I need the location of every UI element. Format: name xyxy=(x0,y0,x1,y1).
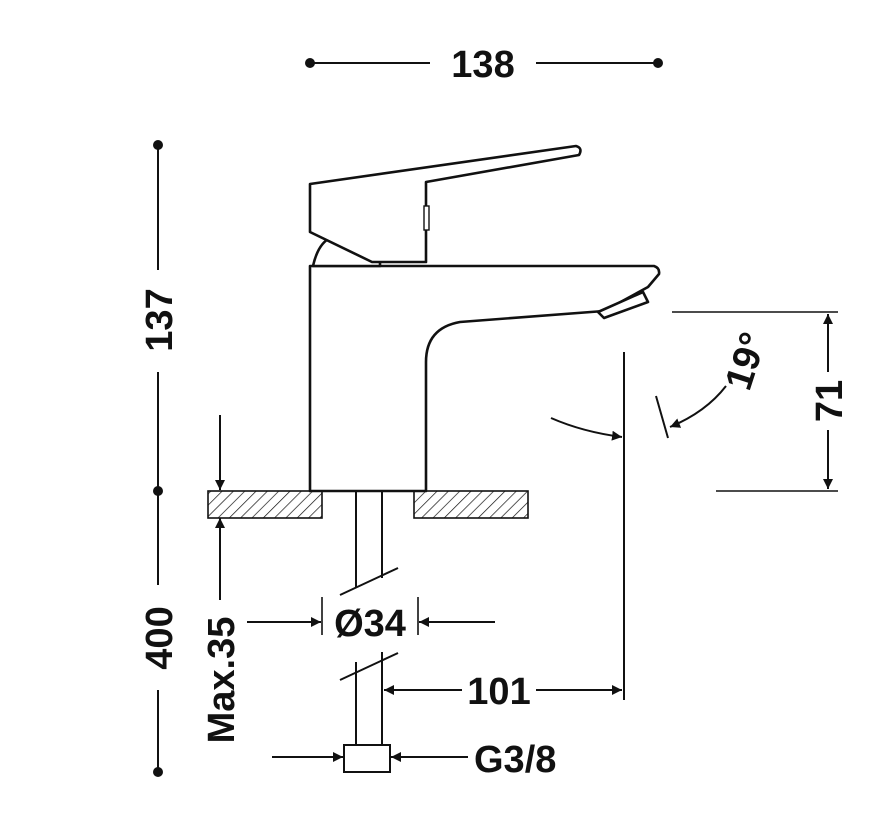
width-label: 138 xyxy=(451,44,514,86)
spout-height-dimension: 71 xyxy=(672,311,851,492)
counter-thickness-dimension: Max.35 xyxy=(201,415,243,743)
base-diameter-dimension: Ø34 xyxy=(247,597,495,645)
reach-dimension: 101 xyxy=(384,352,625,713)
width-dimension: 138 xyxy=(305,44,663,86)
thread-callout: G3/8 xyxy=(272,739,556,781)
faucet xyxy=(308,144,661,493)
countertop xyxy=(207,490,529,519)
angle-dimension: 19° xyxy=(550,327,776,441)
aerator xyxy=(596,290,650,320)
supply-hose xyxy=(339,491,399,773)
reach-label: 101 xyxy=(467,671,530,713)
max-thickness-label: Max.35 xyxy=(201,617,243,744)
lever-handle xyxy=(308,144,582,264)
faucet-body xyxy=(308,264,661,493)
thread-label: G3/8 xyxy=(474,739,556,781)
angle-label: 19° xyxy=(718,327,776,395)
hose-length-label: 400 xyxy=(139,606,181,669)
height-label: 137 xyxy=(139,288,181,351)
left-vertical-dimension: 137 400 xyxy=(139,140,181,777)
diameter-label: Ø34 xyxy=(334,603,406,645)
spout-height-label: 71 xyxy=(809,380,851,422)
